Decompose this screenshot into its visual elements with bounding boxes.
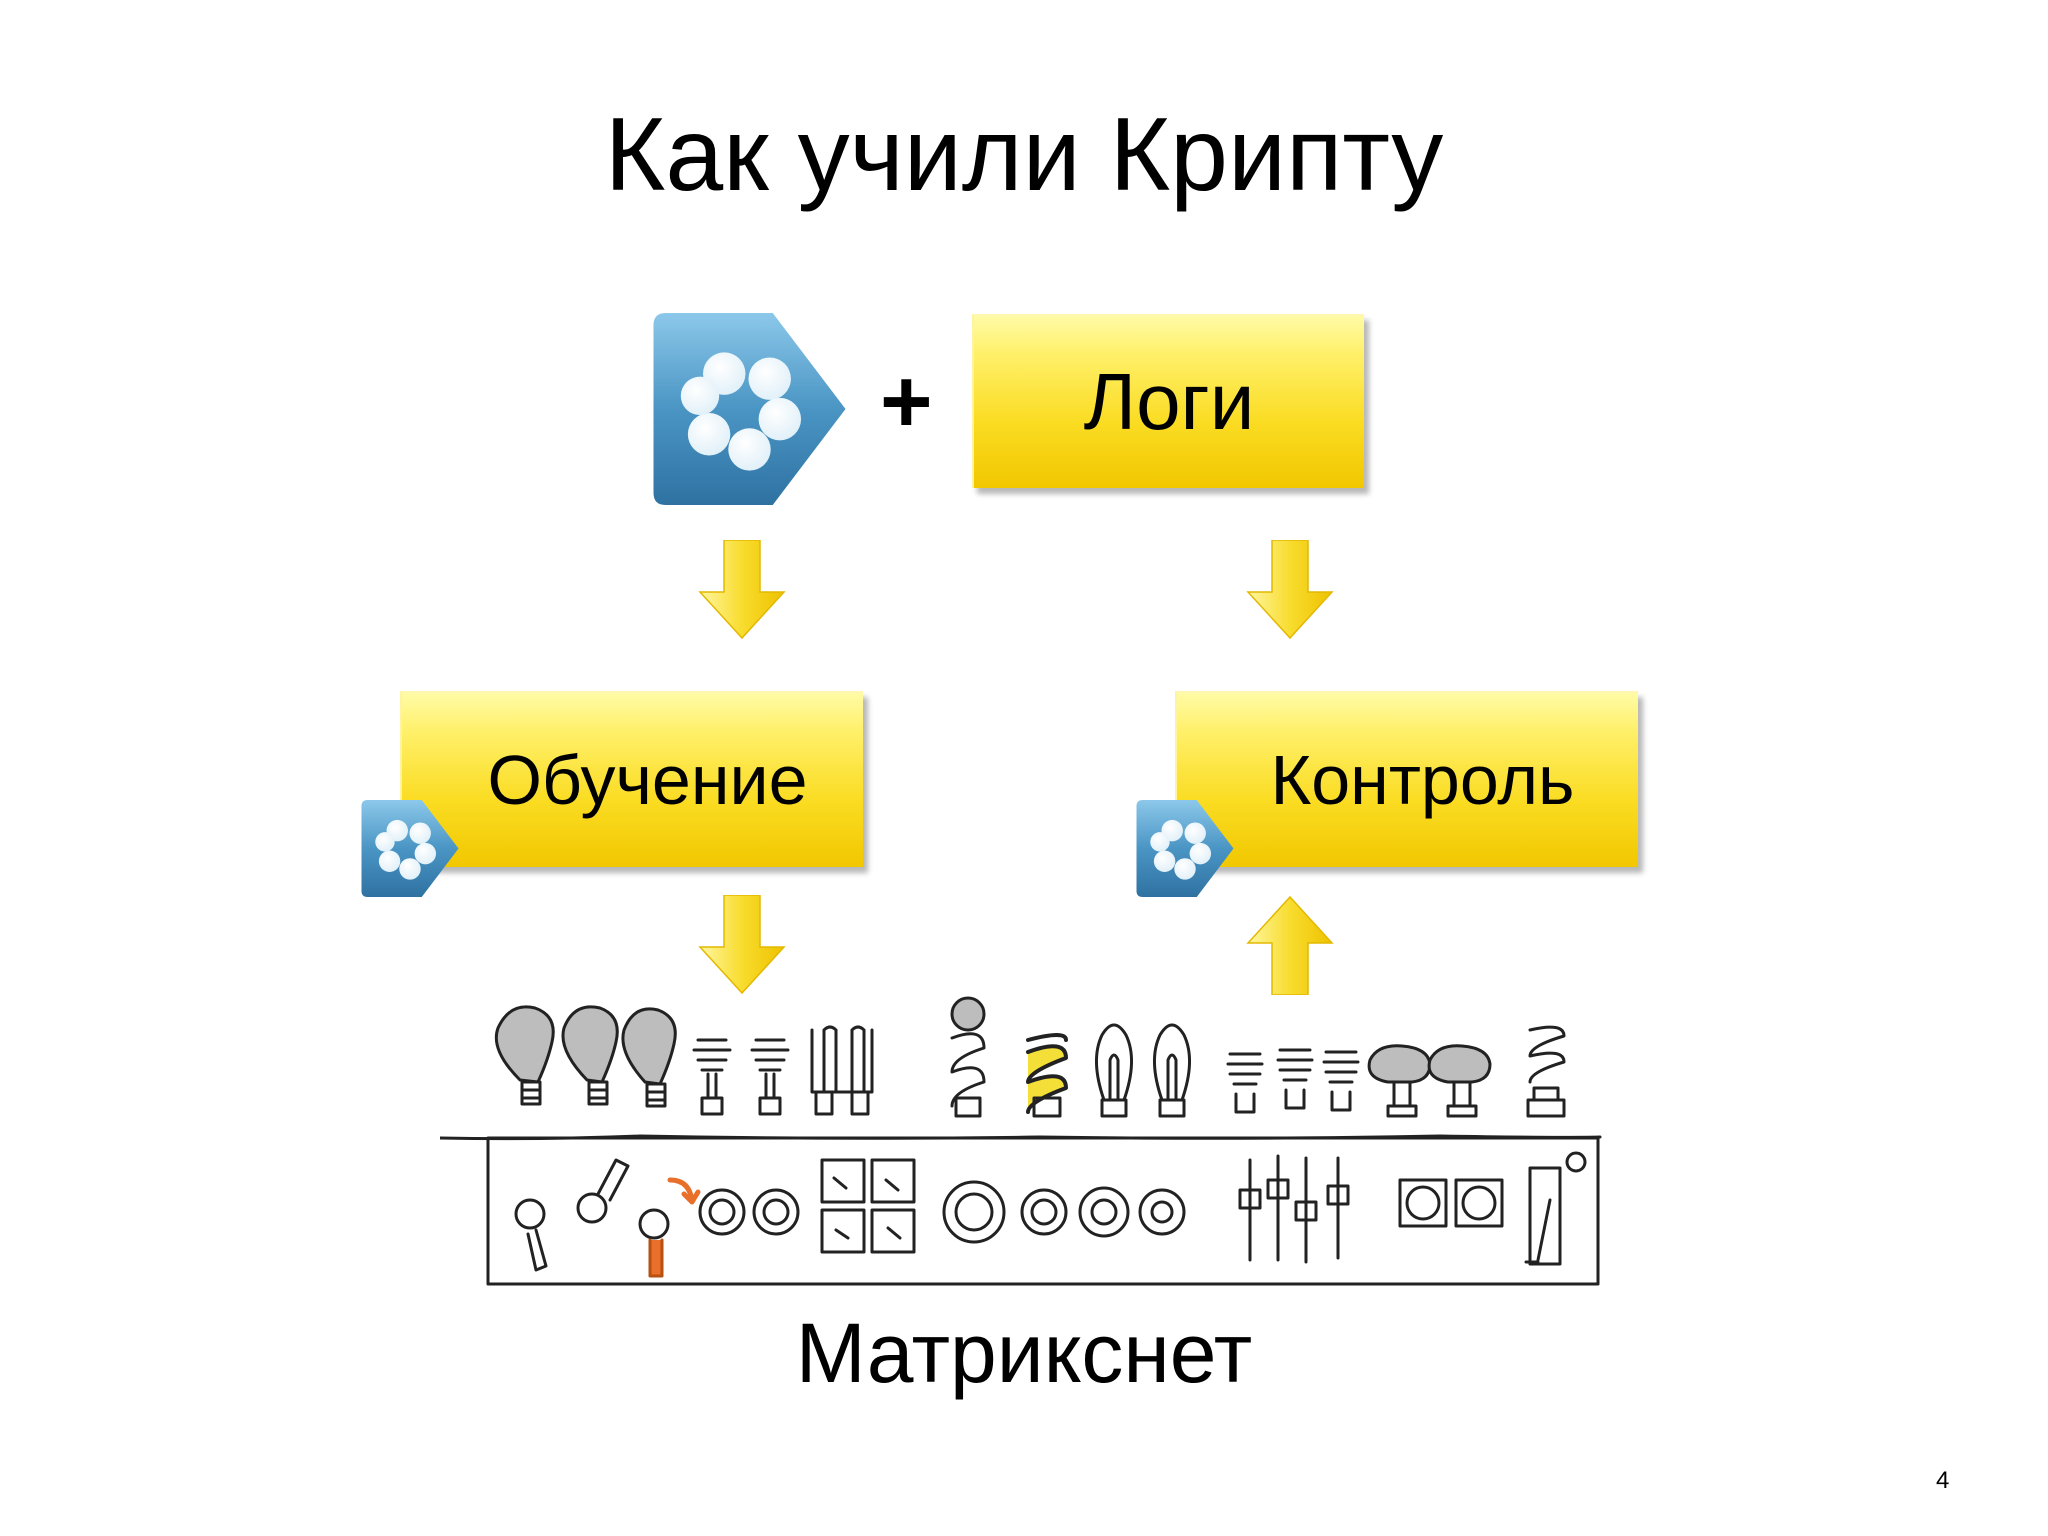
training-label: Обучение [487,741,808,819]
page-number: 4 [1936,1467,1950,1494]
arrow-down-left-top [698,540,786,640]
arrow-down-to-matrixnet [698,895,786,995]
matrixnet-illustration [440,996,1602,1286]
arrow-up-to-control [1246,895,1334,995]
slide-title: Как учили Крипту [604,97,1444,213]
plus-sign: + [880,352,933,452]
blue-flower-badge-small-icon [1136,800,1234,897]
blue-flower-badge-icon [653,313,846,505]
logs-label: Логи [1083,357,1255,446]
arrow-down-right-top [1246,540,1334,640]
control-label: Контроль [1270,741,1575,819]
training-box: Обучение [400,691,863,867]
matrixnet-label: Матрикснет [795,1306,1253,1400]
logs-box: Логи [972,314,1364,488]
blue-flower-badge-small-icon [361,800,459,897]
control-box: Контроль [1175,691,1638,867]
